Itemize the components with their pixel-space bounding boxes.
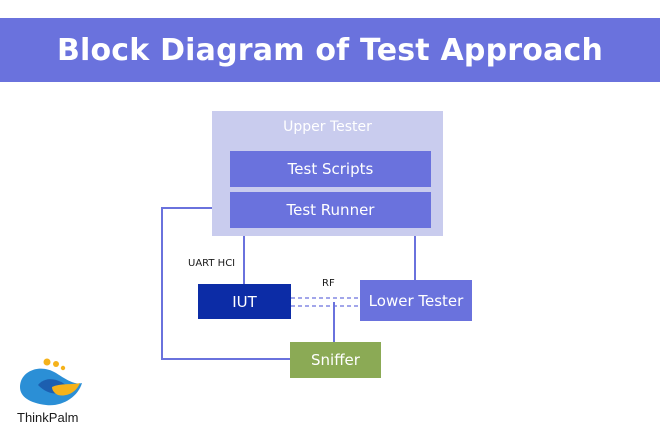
rf-label: RF <box>322 278 335 289</box>
uart-hci-label: UART HCI <box>188 258 236 269</box>
runner-to-sniffer-line <box>161 207 290 360</box>
title-banner: Block Diagram of Test Approach <box>0 18 660 82</box>
thinkpalm-logo-icon <box>20 358 82 406</box>
page-title: Block Diagram of Test Approach <box>56 32 604 68</box>
test-scripts-block: Test Scripts <box>230 151 431 187</box>
iut-label: IUT <box>232 292 257 311</box>
lower-tester-label: Lower Tester <box>368 291 464 310</box>
lower-tester-block: Lower Tester <box>360 280 472 321</box>
test-scripts-label: Test Scripts <box>287 160 374 178</box>
test-runner-block: Test Runner <box>230 192 431 228</box>
upper-tester-label: Upper Tester <box>283 119 372 135</box>
sniffer-label: Sniffer <box>311 351 360 369</box>
logo-wordmark: ThinkPalm <box>17 410 79 425</box>
test-runner-label: Test Runner <box>286 201 375 219</box>
sniffer-block: Sniffer <box>290 342 381 378</box>
iut-block: IUT <box>198 284 291 319</box>
